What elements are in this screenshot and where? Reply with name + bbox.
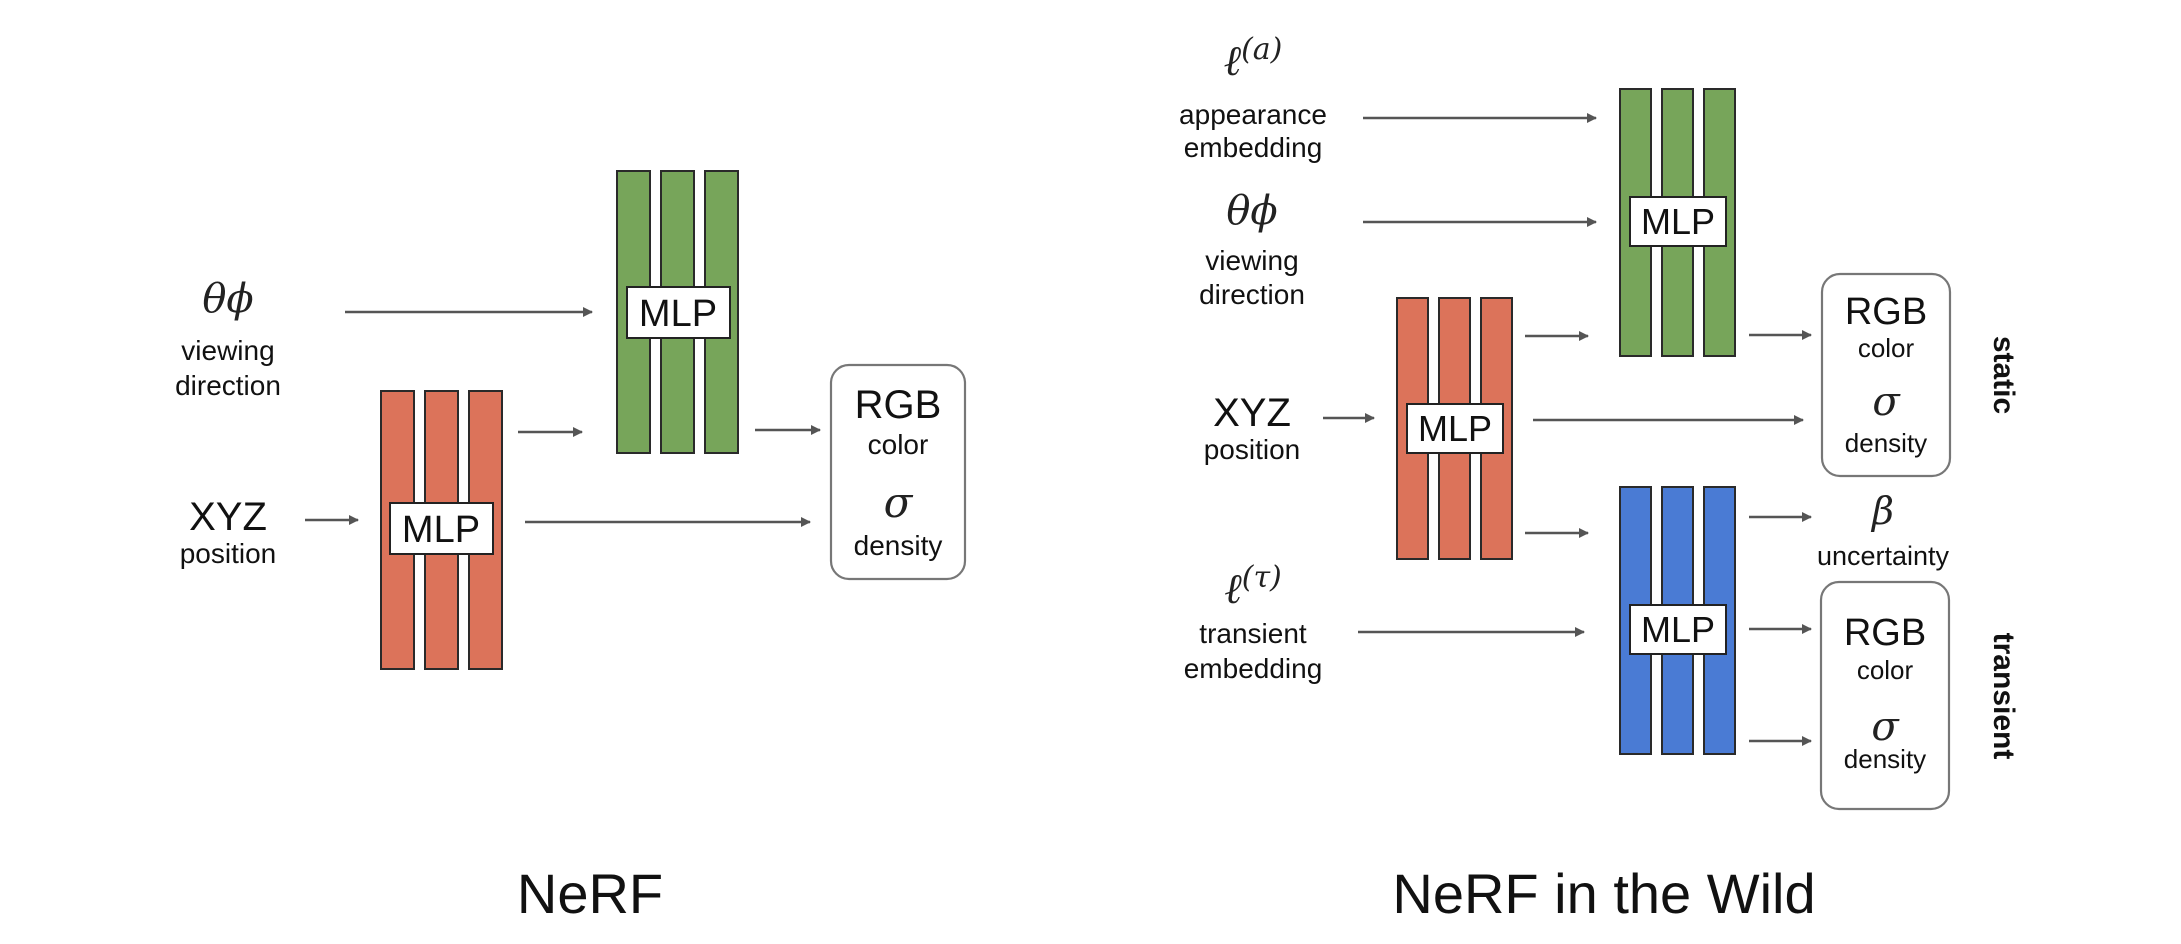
mlp-label: MLP xyxy=(1418,408,1492,449)
mlp-label: MLP xyxy=(1641,609,1715,650)
sigma-symbol: σ xyxy=(1872,379,1901,425)
nerfw-viewing-label-2: direction xyxy=(1199,279,1305,310)
nerfw-position-symbol: XYZ xyxy=(1213,391,1291,435)
nerf-title: NeRF xyxy=(517,862,663,925)
rgb-symbol: RGB xyxy=(1845,291,1927,333)
beta-symbol: β xyxy=(1870,489,1894,533)
mlp-label: MLP xyxy=(1641,201,1715,242)
appearance-label-2: embedding xyxy=(1184,132,1323,163)
density-label: density xyxy=(1844,744,1926,774)
mlp-label-box xyxy=(1629,196,1727,247)
transient-embedding-label-1: transient xyxy=(1199,618,1307,649)
nerf-position-label: position xyxy=(180,538,277,569)
mlp-label: MLP xyxy=(639,293,717,335)
nerf-position-mlp: MLP xyxy=(380,390,503,670)
sigma-symbol: σ xyxy=(884,478,914,527)
transient-side-label: transient xyxy=(1987,633,2020,760)
nerfw-title: NeRF in the Wild xyxy=(1392,862,1815,925)
sigma-symbol: σ xyxy=(1871,704,1900,750)
nerfw-transient-output-box: RGB color σ density xyxy=(1819,580,1951,811)
uncertainty-label: uncertainty xyxy=(1817,541,1950,571)
mlp-label-box xyxy=(1629,604,1727,655)
nerf-output-box: RGB color σ density xyxy=(829,363,967,581)
nerfw-static-output-box: RGB color σ density xyxy=(1820,272,1952,478)
color-label: color xyxy=(1857,655,1914,685)
nerfw-viewing-symbol: θϕ xyxy=(1226,188,1277,234)
density-label: density xyxy=(1845,428,1927,458)
nerfw-static-mlp: MLP xyxy=(1619,88,1736,357)
output-box-frame xyxy=(829,363,967,581)
nerf-viewing-label-2: direction xyxy=(175,370,281,401)
mlp-label: MLP xyxy=(402,509,480,551)
output-box-frame xyxy=(1819,580,1951,811)
mlp-label-box xyxy=(389,502,494,555)
mlp-label-box xyxy=(626,286,731,339)
density-label: density xyxy=(854,530,943,561)
color-label: color xyxy=(1858,333,1915,363)
transient-embedding-label-2: embedding xyxy=(1184,653,1323,684)
transient-embedding-symbol: ℓ(τ) xyxy=(1224,560,1282,613)
nerf-viewing-label-1: viewing xyxy=(181,335,274,366)
mlp-label-box xyxy=(1406,403,1504,454)
appearance-symbol: ℓ(a) xyxy=(1224,32,1283,85)
rgb-symbol: RGB xyxy=(1844,612,1926,654)
nerf-viewing-symbol: θϕ xyxy=(202,276,253,322)
nerfw-viewing-label-1: viewing xyxy=(1205,245,1298,276)
nerfw-transient-mlp: MLP xyxy=(1619,486,1736,755)
rgb-symbol: RGB xyxy=(855,383,942,427)
nerf-panel: θϕ viewing direction XYZ position MLP ML… xyxy=(175,170,967,925)
nerfw-position-label: position xyxy=(1204,434,1301,465)
nerf-color-mlp: MLP xyxy=(616,170,739,454)
nerfw-position-mlp: MLP xyxy=(1396,297,1513,560)
nerfw-panel: ℓ(a) appearance embedding θϕ viewing dir… xyxy=(1179,32,2020,925)
nerf-position-symbol: XYZ xyxy=(189,495,267,539)
appearance-label-1: appearance xyxy=(1179,99,1327,130)
output-box-frame xyxy=(1820,272,1952,478)
color-label: color xyxy=(868,429,929,460)
static-side-label: static xyxy=(1987,336,2020,414)
